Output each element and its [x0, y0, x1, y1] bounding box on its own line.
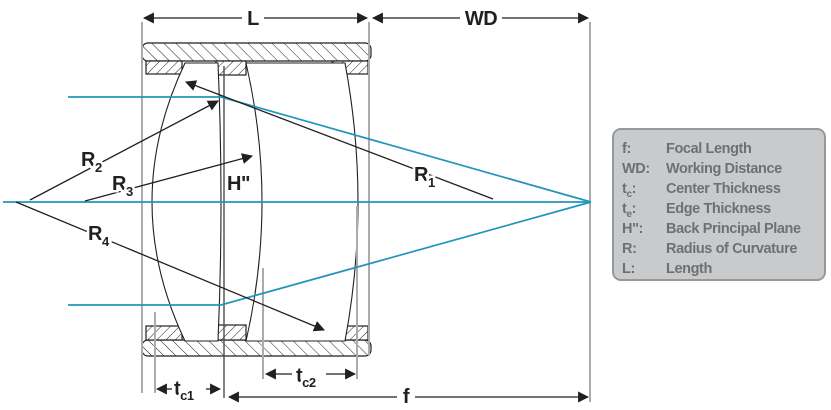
legend-abbr: te: — [622, 201, 637, 220]
legend-row: f: Focal Length — [622, 139, 818, 159]
dim-label-center-thickness-2: tc2 — [296, 365, 316, 390]
legend-definition: Back Principal Plane — [666, 221, 801, 237]
housing-top-bar — [141, 42, 372, 62]
light-rays — [3, 96, 592, 306]
retainer-bottom-left — [145, 325, 183, 341]
legend-definition: Working Distance — [666, 161, 782, 177]
dim-label-length: L — [247, 8, 259, 30]
legend-abbr: R: — [622, 241, 637, 257]
legend-row: H": Back Principal Plane — [622, 219, 818, 239]
marginal-ray-top — [68, 96, 592, 203]
radius-line-r3 — [84, 153, 254, 202]
legend-definition: Radius of Curvature — [666, 241, 797, 257]
radius-label-r4: R4 — [88, 223, 110, 249]
retainer-top-left — [145, 60, 183, 75]
legend-abbr: WD: — [622, 161, 650, 177]
principal-plane-label: H" — [227, 173, 250, 195]
radius-line-r1 — [184, 80, 494, 200]
radius-line-r2 — [29, 100, 219, 201]
legend-row: R: Radius of Curvature — [622, 239, 818, 259]
marginal-ray-bottom — [68, 201, 592, 306]
radius-label-r1: R1 — [414, 164, 435, 190]
legend-abbr: tc: — [622, 181, 637, 200]
legend-row: tc: Center Thickness — [622, 179, 818, 199]
legend-definition: Center Thickness — [666, 181, 781, 197]
legend-abbr: H": — [622, 221, 643, 237]
spacer-bottom — [215, 324, 247, 341]
radius-label-r3: R3 — [112, 173, 133, 199]
dimension-lines — [142, 12, 590, 403]
housing-bottom-bar — [141, 339, 372, 357]
radius-lines — [15, 80, 494, 332]
legend-row: WD: Working Distance — [622, 159, 818, 179]
legend-box: f: Focal Length WD: Working Distance tc:… — [612, 128, 826, 281]
dim-label-focal-length: f — [403, 386, 410, 408]
legend-definition: Focal Length — [666, 141, 752, 157]
legend-abbr: L: — [622, 261, 635, 277]
legend-abbr: f: — [622, 141, 631, 157]
legend-row: L: Length — [622, 259, 818, 279]
radius-line-r4 — [15, 201, 326, 332]
legend-definition: Length — [666, 261, 712, 277]
legend-definition: Edge Thickness — [666, 201, 771, 217]
dim-label-working-distance: WD — [465, 8, 497, 30]
spacer-top — [215, 60, 247, 76]
extension-lines — [141, 22, 591, 402]
legend-row: te: Edge Thickness — [622, 199, 818, 219]
dim-label-center-thickness-1: tc1 — [174, 378, 194, 403]
